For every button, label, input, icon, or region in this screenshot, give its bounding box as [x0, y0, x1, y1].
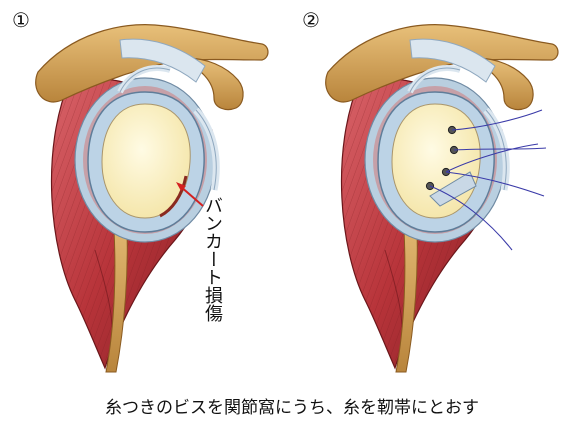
panel-1-number: ① — [12, 8, 30, 32]
panel-1-shoulder — [36, 25, 268, 372]
lesion-arrow — [179, 185, 204, 207]
bankart-lesion-gap — [159, 175, 188, 218]
panel-2-number: ② — [302, 8, 320, 32]
bankart-lesion-label: バンカート損傷 — [202, 196, 223, 322]
caption: 糸つきのビスを関節窩にうち、糸を靭帯にとおす — [105, 398, 479, 418]
lesion-arrowhead — [176, 182, 186, 191]
panel-2-shoulder — [326, 25, 558, 372]
capsule-flap — [429, 171, 477, 207]
sutures — [429, 109, 547, 251]
